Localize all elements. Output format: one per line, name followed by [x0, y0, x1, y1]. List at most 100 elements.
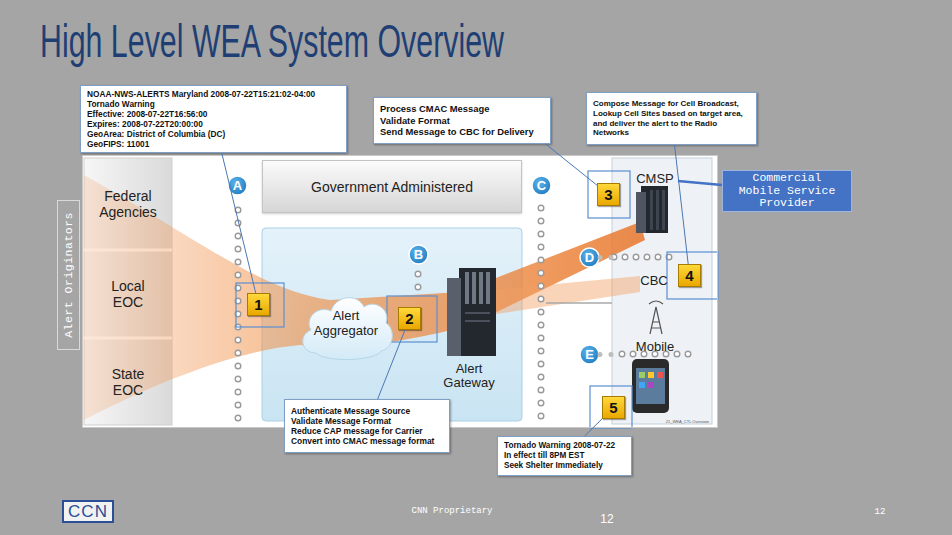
originator-box: Local EOC	[84, 250, 172, 338]
tower-frame	[650, 307, 662, 334]
node-text: CMSP	[636, 172, 674, 186]
phone-icon	[639, 382, 645, 388]
server-icon	[636, 186, 668, 233]
system-label: Alert Gateway	[438, 358, 500, 394]
node-text: State EOC	[96, 366, 160, 398]
callout-number: 5	[602, 396, 625, 419]
interface-circle: D	[579, 247, 600, 268]
node-text: Seek Shelter Immediately	[504, 461, 625, 471]
node-text: Validate Message Format	[291, 416, 443, 426]
mobile-phone	[632, 359, 669, 413]
node-text: Compose Message for Cell Broadcast, Look…	[593, 99, 750, 138]
server-slot	[479, 272, 483, 304]
circle-outline	[409, 245, 428, 264]
originator-box: State EOC	[84, 338, 172, 426]
interface-circle: C	[531, 175, 552, 196]
node-text: Tornado Warning 2008-07-22	[504, 441, 625, 451]
interface-circle: E	[579, 344, 600, 365]
server-body	[459, 268, 496, 356]
callout-pointer	[678, 181, 722, 185]
callout-number: 2	[398, 307, 421, 330]
system-label: CMSP	[632, 171, 678, 187]
node-text: D	[585, 250, 594, 265]
frame-background	[82, 155, 718, 428]
node-text: Authenticate Message Source	[291, 406, 443, 416]
callout-box: NOAA-NWS-ALERTS Maryland 2008-07-22T15:2…	[80, 85, 347, 153]
node-text: Validate Format	[380, 115, 544, 126]
provider-box: Commercial Mobile Service Provider	[722, 170, 852, 212]
callout-box: Process CMAC MessageValidate FormatSend …	[373, 97, 551, 144]
callout-number: 3	[597, 183, 620, 206]
diagram-frame: 21_WEA_CTL Overview Federal Agencies A Gove…	[82, 155, 718, 428]
circle-outline	[532, 176, 551, 195]
node-text: E	[585, 347, 594, 362]
server-slot	[650, 190, 653, 230]
interface-dots	[614, 254, 672, 261]
node-text: 1	[254, 296, 262, 313]
interface-circle: A	[227, 175, 248, 196]
callout-box: Tornado Warning 2008-07-22In effect till…	[497, 436, 632, 476]
node-text: 21_WEA_CTL Overview	[666, 419, 709, 424]
interface-dots	[600, 255, 612, 260]
interface-dots	[614, 255, 672, 259]
phone-icon	[657, 372, 663, 378]
node-text: Send Message to CBC for Delivery	[380, 126, 544, 137]
phone-screen	[636, 368, 665, 404]
originator-box: Federal Agencies	[84, 158, 172, 250]
node-text: Mobile	[636, 340, 674, 354]
node-text: CCN	[68, 502, 108, 522]
interface-dots	[538, 208, 545, 422]
node-text: Reduce CAP message for Carrier	[291, 426, 443, 436]
cell-tower	[649, 301, 663, 334]
interface-dots	[600, 352, 620, 357]
leader-line	[546, 144, 597, 185]
server-side	[447, 278, 461, 356]
server-slot	[465, 320, 490, 322]
interface-circle: B	[408, 244, 429, 265]
node-text: Process CMAC Message	[380, 103, 544, 114]
server-slot	[472, 272, 476, 304]
node-text: Alert Gateway	[438, 362, 500, 391]
leader-line	[222, 153, 256, 293]
interface-dots	[539, 208, 543, 422]
circle-outline	[580, 248, 599, 267]
node-text: Government Administered	[311, 179, 473, 195]
slide-title: High Level WEA System Overview	[40, 18, 504, 64]
footer-note: CNN Proprietary	[380, 506, 524, 516]
node-text: A	[233, 178, 242, 193]
aggregator-cloud: Alert Aggregator	[296, 283, 396, 365]
system-label: Mobile	[620, 337, 690, 357]
highlight-box	[667, 252, 718, 299]
page-number: 12	[860, 507, 900, 517]
node-text: Federal Agencies	[96, 188, 160, 220]
node-text: Effective: 2008-07-22T16:56:00	[87, 109, 340, 119]
cloud-outline	[303, 298, 393, 360]
node-text: GeoArea: District of Columbia (DC)	[87, 129, 340, 139]
node-text: 3	[604, 186, 612, 203]
circle-outline	[228, 176, 247, 195]
phone-icon	[639, 372, 645, 378]
node-text: 5	[609, 399, 617, 416]
node-text: Alert Originators	[62, 212, 75, 338]
node-text: B	[414, 247, 423, 262]
highlight-box	[387, 296, 437, 342]
leader-line	[675, 145, 689, 264]
government-box: Government Administered	[262, 160, 522, 213]
node-text: Convert into CMAC message format	[291, 436, 443, 446]
node-text: Expires: 2008-07-22T20:00:00	[87, 119, 340, 129]
phone-body	[632, 359, 669, 413]
leader-line	[585, 419, 602, 436]
node-text: Commercial Mobile Service Provider	[733, 172, 841, 210]
server-slot	[465, 272, 469, 304]
node-text: Tornado Warning	[87, 99, 340, 109]
node-text: CBC	[640, 274, 667, 288]
node-text: Local EOC	[96, 278, 160, 310]
callout-number: 4	[678, 264, 701, 287]
node-text: 2	[405, 310, 413, 327]
circle-outline	[580, 345, 599, 364]
server-icon	[447, 268, 496, 356]
